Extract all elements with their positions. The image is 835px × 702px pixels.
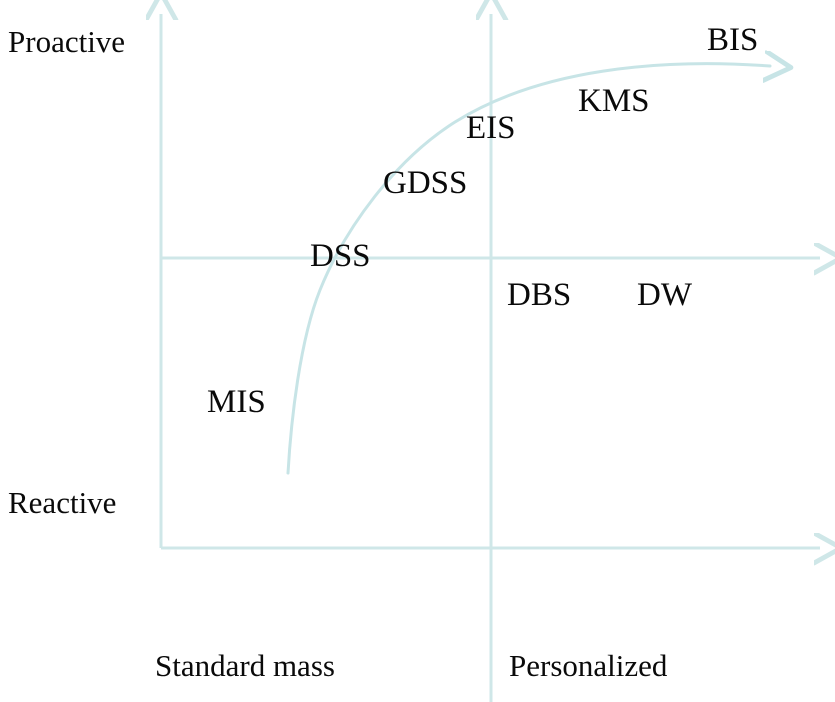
node-label-mis: MIS xyxy=(207,384,266,420)
axis-label-reactive: Reactive xyxy=(8,485,117,520)
node-label-dbs: DBS xyxy=(507,277,572,313)
node-label-gdss: GDSS xyxy=(383,165,468,201)
caption-left-line1: Standard mass xyxy=(155,647,335,683)
node-label-kms: KMS xyxy=(578,83,650,119)
caption-left: Standard mass produced static reports xyxy=(155,565,344,702)
caption-right-line1: Personalized xyxy=(509,647,668,683)
axis-label-proactive: Proactive xyxy=(8,24,126,59)
node-label-eis: EIS xyxy=(466,110,516,146)
maturity-trend-curve xyxy=(286,64,770,475)
node-label-bis: BIS xyxy=(707,22,759,58)
caption-right: Personalized -interactive reports xyxy=(509,565,667,702)
node-label-dw: DW xyxy=(637,277,692,313)
node-label-dss: DSS xyxy=(310,238,371,274)
